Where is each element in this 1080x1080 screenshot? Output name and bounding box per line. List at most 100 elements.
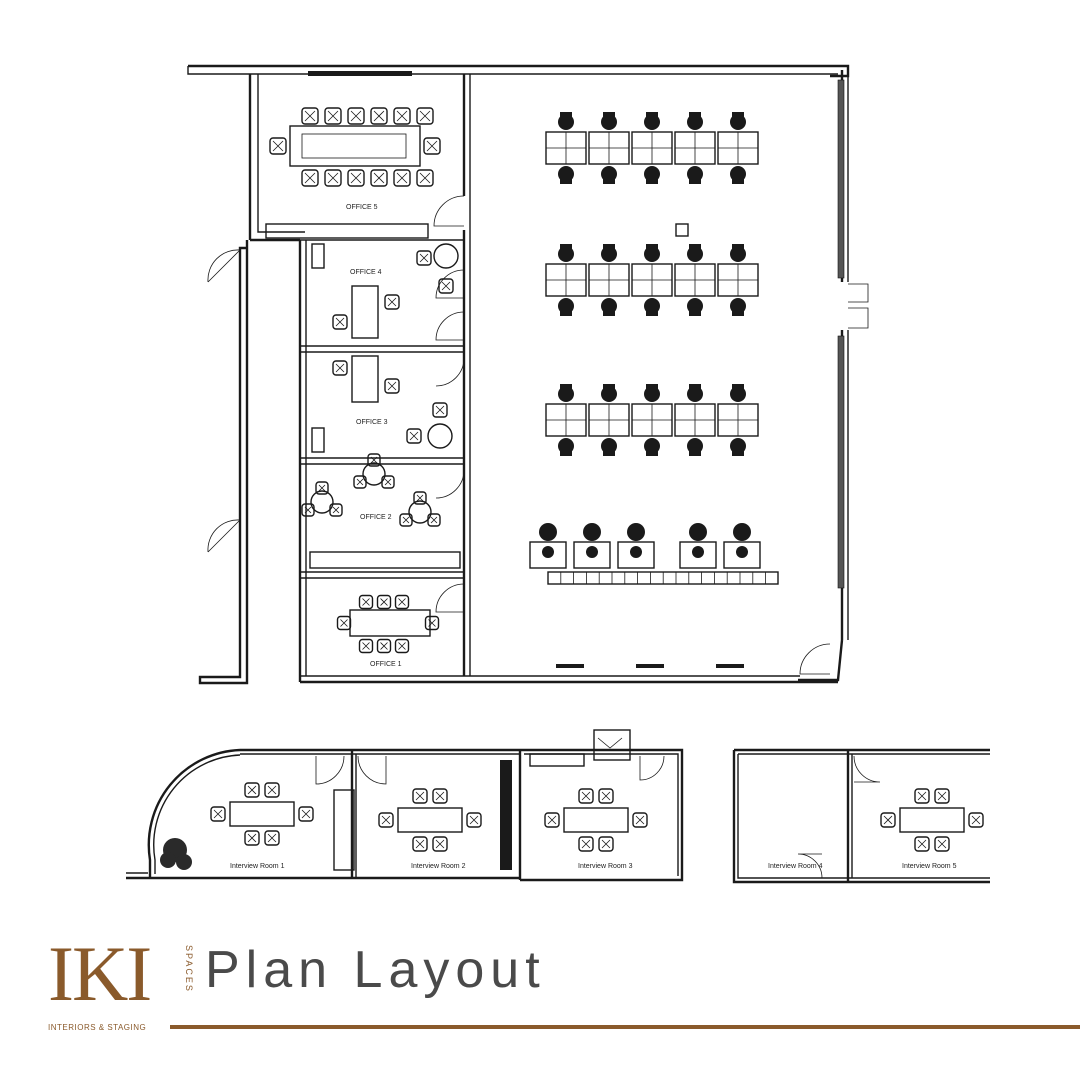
chair-symbol [544, 812, 560, 828]
logo-side-text: SPACES [184, 945, 194, 993]
workstation-symbol [674, 244, 716, 316]
workstation-symbol [674, 384, 716, 456]
chair-symbol [347, 169, 365, 187]
plan-doors [207, 195, 869, 675]
chair-symbol [914, 836, 930, 852]
chair-symbol [393, 107, 411, 125]
chair-symbol [399, 513, 413, 527]
workstation-symbol [588, 112, 630, 184]
chair-symbol [370, 107, 388, 125]
chair-symbol [367, 453, 381, 467]
chair-symbol [432, 836, 448, 852]
chair-symbol [427, 513, 441, 527]
chair-symbol [329, 503, 343, 517]
brand-logo: IKI SPACES INTERIORS & STAGING [48, 930, 194, 1055]
logo-mark: IKI [48, 930, 152, 1017]
chair-symbol [384, 294, 400, 310]
workstation-symbol [674, 112, 716, 184]
label-interview-room-1: Interview Room 1 [230, 863, 285, 870]
room-labels: OFFICE 5 OFFICE 4 OFFICE 3 OFFICE 2 OFFI… [230, 204, 957, 870]
chair-symbol [264, 782, 280, 798]
chair-symbol [324, 107, 342, 125]
plan-walls [187, 64, 850, 685]
chair-symbol [269, 137, 287, 155]
chair-symbol [416, 169, 434, 187]
chair-symbol [880, 812, 896, 828]
workstation-symbol [588, 384, 630, 456]
chair-symbol [416, 250, 432, 266]
chair-symbol [264, 830, 280, 846]
chair-symbol [332, 360, 348, 376]
label-interview-room-3: Interview Room 3 [578, 863, 633, 870]
label-office-1: OFFICE 1 [370, 661, 402, 668]
chair-symbol [301, 503, 315, 517]
workstation-symbol [631, 384, 673, 456]
chair-symbol [412, 788, 428, 804]
workstation-symbol [545, 112, 587, 184]
chair-symbol [412, 836, 428, 852]
chair-symbol [332, 314, 348, 330]
chair-symbol [376, 594, 392, 610]
chair-symbol [393, 169, 411, 187]
workstation-symbol [588, 244, 630, 316]
workstation-symbol [545, 384, 587, 456]
chair-symbol [578, 788, 594, 804]
label-interview-room-2: Interview Room 2 [411, 863, 466, 870]
chair-symbol [598, 836, 614, 852]
chair-symbol [394, 594, 410, 610]
chair-symbol [438, 278, 454, 294]
chair-symbol [578, 836, 594, 852]
workstation-symbol [617, 523, 655, 569]
chair-symbol [358, 594, 374, 610]
label-interview-room-4: Interview Room 4 [768, 863, 823, 870]
chair-symbol [432, 788, 448, 804]
chair-symbol [301, 107, 319, 125]
chair-symbol [347, 107, 365, 125]
title-underline [170, 1025, 1080, 1029]
logo-tagline: INTERIORS & STAGING [48, 1023, 147, 1032]
chair-symbol [416, 107, 434, 125]
chair-symbol [632, 812, 648, 828]
chair-symbol [406, 428, 422, 444]
chair-symbol [244, 830, 260, 846]
chair-symbol [324, 169, 342, 187]
chair-symbol [424, 615, 440, 631]
chair-symbol [370, 169, 388, 187]
page-title: Plan Layout [205, 941, 546, 999]
interview-rooms-block [126, 729, 990, 884]
workstation-symbol [631, 112, 673, 184]
label-office-3: OFFICE 3 [356, 419, 388, 426]
chair-symbol [934, 836, 950, 852]
chair-symbol [358, 638, 374, 654]
chair-symbol [301, 169, 319, 187]
chair-symbol [353, 475, 367, 489]
chair-symbol [598, 788, 614, 804]
chair-symbol [376, 638, 392, 654]
chair-symbol [315, 481, 329, 495]
workstation-symbol [717, 112, 759, 184]
office-furniture [210, 107, 984, 852]
chair-symbol [432, 402, 448, 418]
workstation-symbol [679, 523, 717, 569]
workstation-symbol [717, 384, 759, 456]
chair-symbol [968, 812, 984, 828]
chair-symbol [378, 812, 394, 828]
workstation-symbol [545, 244, 587, 316]
chair-symbol [381, 475, 395, 489]
floor-plan-drawing: OFFICE 5 OFFICE 4 OFFICE 3 OFFICE 2 OFFI… [126, 64, 990, 884]
workstation-symbol [717, 244, 759, 316]
label-office-2: OFFICE 2 [360, 514, 392, 521]
chair-symbol [384, 378, 400, 394]
chair-symbol [914, 788, 930, 804]
chair-symbol [394, 638, 410, 654]
chair-symbol [244, 782, 260, 798]
label-office-5: OFFICE 5 [346, 204, 378, 211]
chair-symbol [210, 806, 226, 822]
label-interview-room-5: Interview Room 5 [902, 863, 957, 870]
chair-symbol [413, 491, 427, 505]
workstation-symbol [573, 523, 611, 569]
workstation-symbol [631, 244, 673, 316]
workstation-symbol [723, 523, 761, 569]
chair-symbol [336, 615, 352, 631]
chair-symbol [466, 812, 482, 828]
